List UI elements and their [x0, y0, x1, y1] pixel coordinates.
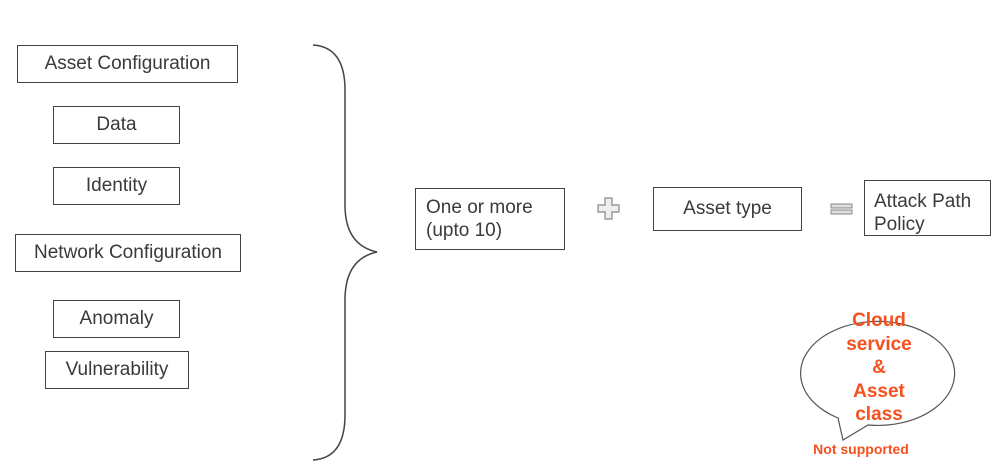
not-supported-note: Not supported	[813, 441, 909, 457]
plus-icon	[597, 197, 620, 220]
callout-line: service	[846, 333, 912, 355]
callout-text: Cloud service & Asset class	[829, 309, 929, 427]
curly-brace	[312, 44, 378, 461]
selection-box: One or more (upto 10)	[415, 188, 565, 250]
asset-type-box: Asset type	[653, 187, 802, 231]
category-asset-configuration: Asset Configuration	[17, 45, 238, 83]
category-network-configuration: Network Configuration	[15, 234, 241, 272]
callout-line: &	[872, 357, 886, 378]
category-identity: Identity	[53, 167, 180, 205]
category-data: Data	[53, 106, 180, 144]
attack-path-policy-box: Attack Path Policy	[864, 180, 991, 236]
callout-line: Cloud	[852, 310, 906, 331]
callout-line: class	[855, 404, 903, 425]
category-vulnerability: Vulnerability	[45, 351, 189, 389]
speech-bubble	[800, 320, 956, 441]
callout-line: Asset	[853, 380, 905, 402]
equals-icon	[830, 203, 853, 215]
category-anomaly: Anomaly	[53, 300, 180, 338]
